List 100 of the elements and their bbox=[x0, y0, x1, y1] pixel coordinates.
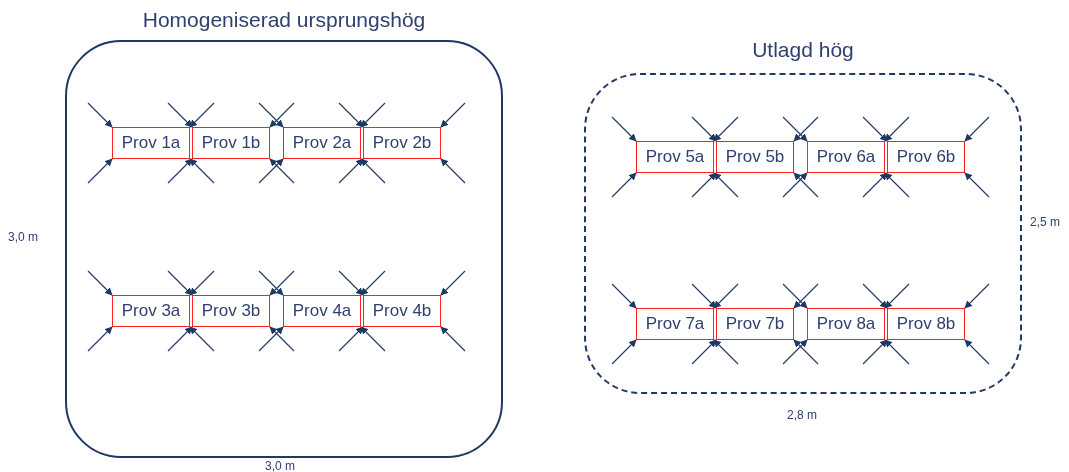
arrow bbox=[793, 116, 819, 142]
arrow bbox=[189, 102, 215, 128]
sample-box bbox=[363, 295, 441, 327]
dimension-label: 3,0 m bbox=[8, 230, 38, 244]
sample-box bbox=[112, 127, 190, 159]
arrow bbox=[440, 102, 466, 128]
arrow bbox=[87, 270, 113, 296]
arrow bbox=[964, 339, 990, 365]
sample-label: Prov 5b bbox=[725, 147, 785, 167]
arrow bbox=[360, 102, 386, 128]
arrow bbox=[862, 283, 888, 309]
arrow bbox=[964, 172, 990, 198]
arrow bbox=[884, 339, 910, 365]
arrow bbox=[793, 339, 819, 365]
sample-label: Prov 2a bbox=[292, 133, 352, 153]
arrow bbox=[258, 270, 284, 296]
arrow bbox=[611, 116, 637, 142]
arrow bbox=[713, 283, 739, 309]
arrow bbox=[269, 102, 295, 128]
dimension-label: 2,8 m bbox=[787, 408, 817, 422]
sample-label: Prov 1a bbox=[121, 133, 181, 153]
arrow bbox=[713, 116, 739, 142]
arrow bbox=[691, 172, 717, 198]
arrow bbox=[258, 326, 284, 352]
sample-box bbox=[192, 127, 270, 159]
arrow bbox=[167, 102, 193, 128]
pile-title: Homogeniserad ursprungshög bbox=[141, 8, 427, 32]
sample-label: Prov 4b bbox=[372, 301, 432, 321]
arrow bbox=[189, 326, 215, 352]
arrow bbox=[338, 326, 364, 352]
arrow bbox=[258, 158, 284, 184]
arrow bbox=[167, 326, 193, 352]
sample-box bbox=[716, 308, 794, 340]
arrow bbox=[611, 339, 637, 365]
arrow bbox=[167, 270, 193, 296]
sample-box bbox=[636, 308, 714, 340]
arrow bbox=[87, 102, 113, 128]
sample-box bbox=[283, 295, 361, 327]
arrow bbox=[189, 270, 215, 296]
arrow bbox=[782, 172, 808, 198]
arrow bbox=[360, 326, 386, 352]
sample-box bbox=[807, 141, 885, 173]
sample-box bbox=[716, 141, 794, 173]
sample-label: Prov 7a bbox=[645, 314, 705, 334]
arrow bbox=[691, 339, 717, 365]
sample-label: Prov 6b bbox=[896, 147, 956, 167]
arrow bbox=[440, 326, 466, 352]
arrow bbox=[360, 158, 386, 184]
arrow bbox=[782, 339, 808, 365]
dimension-label: 3,0 m bbox=[265, 459, 295, 472]
sample-label: Prov 4a bbox=[292, 301, 352, 321]
arrow bbox=[440, 158, 466, 184]
sample-label: Prov 5a bbox=[645, 147, 705, 167]
sample-label: Prov 7b bbox=[725, 314, 785, 334]
arrow bbox=[713, 339, 739, 365]
sample-box bbox=[363, 127, 441, 159]
arrow bbox=[862, 116, 888, 142]
arrow bbox=[87, 158, 113, 184]
sample-box bbox=[112, 295, 190, 327]
arrow bbox=[862, 339, 888, 365]
arrow bbox=[884, 116, 910, 142]
arrow bbox=[338, 102, 364, 128]
sample-label: Prov 2b bbox=[372, 133, 432, 153]
arrow bbox=[440, 270, 466, 296]
sample-box bbox=[887, 141, 965, 173]
sample-box bbox=[636, 141, 714, 173]
sample-box bbox=[807, 308, 885, 340]
arrow bbox=[167, 158, 193, 184]
arrow bbox=[793, 172, 819, 198]
arrow bbox=[782, 283, 808, 309]
arrow bbox=[691, 116, 717, 142]
sample-label: Prov 8a bbox=[816, 314, 876, 334]
arrow bbox=[258, 102, 284, 128]
arrow bbox=[360, 270, 386, 296]
sample-label: Prov 8b bbox=[896, 314, 956, 334]
dimension-label: 2,5 m bbox=[1030, 215, 1060, 229]
arrow bbox=[611, 283, 637, 309]
sample-label: Prov 1b bbox=[201, 133, 261, 153]
sample-label: Prov 3a bbox=[121, 301, 181, 321]
sample-label: Prov 6a bbox=[816, 147, 876, 167]
sample-box bbox=[283, 127, 361, 159]
arrow bbox=[884, 283, 910, 309]
arrow bbox=[87, 326, 113, 352]
arrow bbox=[862, 172, 888, 198]
arrow bbox=[338, 270, 364, 296]
sample-label: Prov 3b bbox=[201, 301, 261, 321]
arrow bbox=[611, 172, 637, 198]
sample-box bbox=[887, 308, 965, 340]
pile-title: Utlagd hög bbox=[751, 38, 855, 62]
arrow bbox=[782, 116, 808, 142]
arrow bbox=[269, 270, 295, 296]
arrow bbox=[964, 116, 990, 142]
arrow bbox=[338, 158, 364, 184]
arrow bbox=[793, 283, 819, 309]
arrow bbox=[269, 326, 295, 352]
arrow bbox=[713, 172, 739, 198]
arrow bbox=[189, 158, 215, 184]
arrow bbox=[884, 172, 910, 198]
arrow bbox=[269, 158, 295, 184]
arrow bbox=[691, 283, 717, 309]
